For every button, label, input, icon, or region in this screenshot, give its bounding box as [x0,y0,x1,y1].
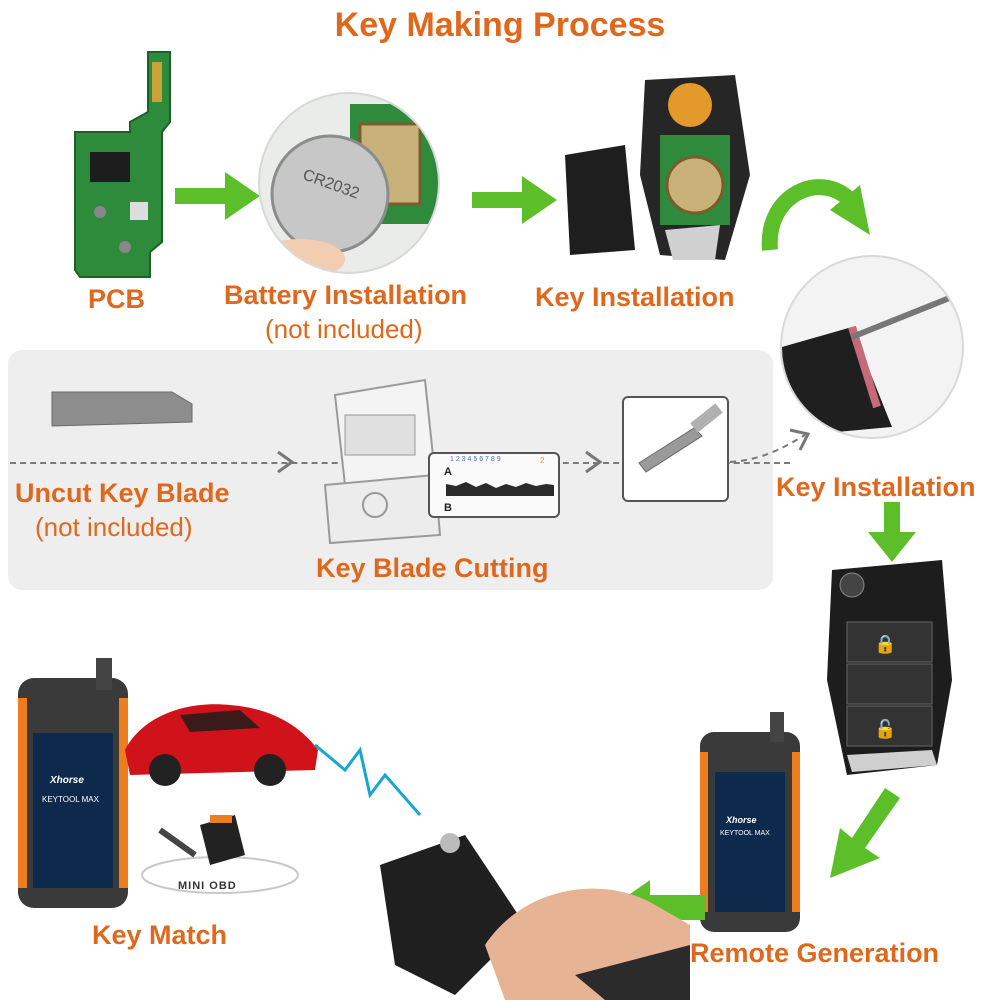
flip-key-image: 🔒 🔓 [827,560,952,775]
pcb-board-image [74,51,171,278]
dashed-curve-arrow [729,428,811,463]
device-model-right: KEYTOOL MAX [720,830,770,837]
step-note-battery: (not included) [265,314,423,344]
dashed-arrow-head-icon [585,450,603,474]
cut-chart-b: B [444,502,452,514]
step-label-key-install-top: Key Installation [535,282,735,312]
device-brand-right: Xhorse [726,815,757,825]
cut-chart: 1 2 3 4 5 6 7 8 9 2 A B [428,452,560,518]
signal-wave-icon [314,743,422,816]
arrow-down-left-icon [830,788,900,878]
keytool-device-right [700,712,800,932]
step-label-pcb: PCB [88,284,146,314]
step-label-remote-gen: Remote Generation [690,938,940,968]
arrow-right-icon [175,172,260,220]
step-label-cutting: Key Blade Cutting [316,553,549,583]
device-brand-left: Xhorse [50,775,84,786]
mini-obd-image [141,815,299,894]
hand-holding-remote-image [380,833,690,1000]
key-shell-open-image [565,75,750,260]
cut-profile [446,482,554,496]
arrow-right-icon [472,176,557,224]
device-model-left: KEYTOOL MAX [42,795,99,804]
car-image [125,704,318,786]
svg-text:🔒: 🔒 [874,634,896,655]
uncut-key-blade-image [51,391,193,427]
svg-text:🔓: 🔓 [874,718,896,740]
cut-chart-two: 2 [540,456,545,465]
step-note-uncut: (not included) [35,512,193,542]
battery-installation-image: CR2032 [258,92,440,274]
cut-chart-a: A [444,466,452,478]
curved-arrow-icon [761,179,870,251]
step-label-uncut: Uncut Key Blade [15,478,230,508]
cutting-machine-image [323,378,442,545]
step-label-key-install-right: Key Installation [776,472,976,502]
cut-key-image [622,396,729,502]
dashed-arrow-head-icon [277,450,295,474]
keytool-device-left [18,658,128,908]
step-label-key-match: Key Match [92,920,228,950]
mini-obd-label: MINI OBD [178,880,237,892]
cut-chart-numbers: 1 2 3 4 5 6 7 8 9 [450,456,501,463]
page-title: Key Making Process [334,6,666,44]
arrow-down-icon [868,502,916,562]
key-installation-image [780,255,964,439]
step-label-battery: Battery Installation [224,280,468,310]
